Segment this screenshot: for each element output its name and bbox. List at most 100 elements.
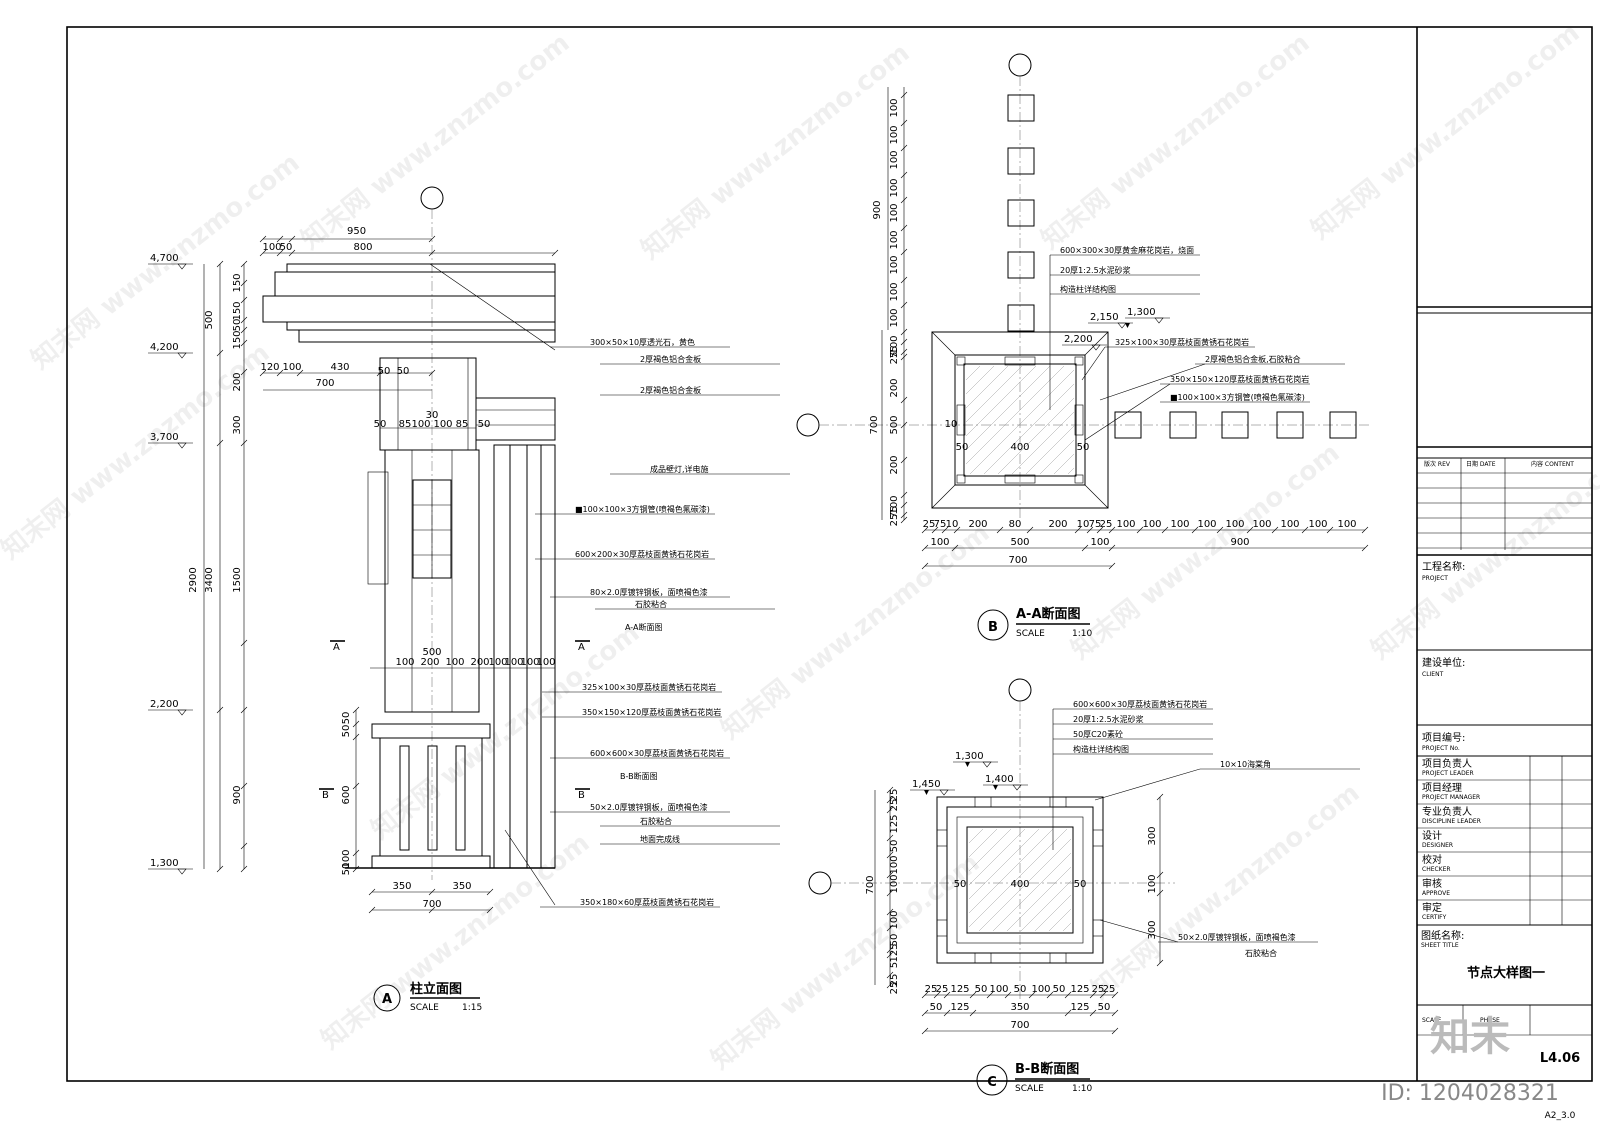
dimension-label: 25 xyxy=(1103,984,1116,995)
dimension-label: 50 xyxy=(478,419,491,430)
dimension-label: 100 xyxy=(1031,984,1050,995)
dimension-label: 25 xyxy=(889,982,900,995)
view-c-marker-letter: C xyxy=(987,1075,997,1090)
watermark-text: 知末网 www.znzmo.com xyxy=(1306,18,1586,246)
watermark-text: 知末网 www.znzmo.com xyxy=(1086,778,1366,1006)
sheet-title-value: 节点大样图一 xyxy=(1467,965,1545,981)
chamfer-line xyxy=(1084,484,1109,509)
dimension-label: 100 xyxy=(1090,537,1109,548)
dimension-label: 100 xyxy=(889,335,900,354)
dimension-label: 100 xyxy=(889,98,900,117)
dimension-label: 100 xyxy=(930,537,949,548)
dimension-label: 100 xyxy=(889,308,900,327)
level-marker xyxy=(1117,322,1127,329)
level-marker xyxy=(177,352,187,359)
note-text: 600×600×30厚荔枝面黄锈石花岗岩 xyxy=(1073,699,1207,709)
dimension-tick xyxy=(953,526,961,534)
view-a-scale: 1:15 xyxy=(462,1003,482,1013)
dimension-tick xyxy=(1326,526,1334,534)
hatch-line xyxy=(992,852,1072,932)
dimension-label: 700 xyxy=(1008,555,1027,566)
dimension-tick xyxy=(1216,526,1224,534)
dimension-tick xyxy=(900,144,908,152)
steel-tube-section xyxy=(1169,411,1197,439)
dimension-label: 100 xyxy=(262,242,281,253)
leader-line xyxy=(1099,363,1206,401)
dimension-tick xyxy=(216,260,224,268)
dimension-label: 75 xyxy=(889,506,900,519)
note-text: 325×100×30厚荔枝面黄锈石花岗岩 xyxy=(1115,337,1249,347)
view-b-marker xyxy=(977,609,1009,641)
role-label-en: CERTIFY xyxy=(1422,914,1447,921)
dimension-tick xyxy=(1156,889,1164,897)
view-b-scale-label: SCALE xyxy=(1016,629,1045,639)
dimension-tick xyxy=(428,235,436,243)
dimension-tick xyxy=(1081,544,1089,552)
phase-label: PHASE xyxy=(1480,1017,1500,1024)
hatch-line xyxy=(1034,894,1072,932)
level-label: 1,400 xyxy=(985,774,1014,785)
dimension-label: 80 xyxy=(1009,519,1022,530)
dimension-label: 200 xyxy=(420,657,439,668)
dimension-tick xyxy=(886,796,894,804)
dimension-label: 50 xyxy=(1098,1002,1111,1013)
dimension-tick xyxy=(1246,526,1254,534)
dimension-label: 50 xyxy=(397,366,410,377)
dimension-label: 50 xyxy=(1014,984,1027,995)
hatch-line xyxy=(965,365,1023,423)
section-mark: A xyxy=(333,642,340,653)
dimension-label: 100 xyxy=(889,495,900,514)
edge-block xyxy=(1004,356,1036,366)
dimension-tick xyxy=(486,906,494,914)
dimension-label: 50 xyxy=(280,242,293,253)
role-label-en: PROJECT LEADER xyxy=(1422,770,1474,777)
hatch-line xyxy=(978,838,1072,932)
sheet-border xyxy=(66,26,1593,1082)
dimension-label: 50 xyxy=(341,863,352,876)
dimension-label: 300 xyxy=(1147,826,1158,845)
dimension-label: 50 xyxy=(341,725,352,738)
dimension-label: 125 xyxy=(950,984,969,995)
corner-block xyxy=(1074,356,1084,366)
dimension-label: 50 xyxy=(975,984,988,995)
client-label: 建设单位: xyxy=(1422,656,1465,669)
hatch-line xyxy=(1039,439,1075,475)
dimension-label: 100 xyxy=(889,125,900,144)
dimension-tick xyxy=(900,171,908,179)
hatch-line xyxy=(965,365,1051,451)
dimension-label: 100 xyxy=(282,362,301,373)
hatch-line xyxy=(965,365,1065,465)
dimension-label: 200 xyxy=(889,378,900,397)
hatch-line xyxy=(1011,411,1075,475)
edge-block xyxy=(1004,474,1036,484)
dimension-label: 25 xyxy=(936,984,949,995)
dimension-label: 125 xyxy=(889,943,900,962)
steel-tube-section xyxy=(1007,94,1035,122)
dimension-label: 700 xyxy=(422,899,441,910)
dimension-label: 25 xyxy=(1100,519,1113,530)
dimension-tick xyxy=(886,851,894,859)
level-label: 2,150 xyxy=(1090,312,1119,323)
dimension-tick xyxy=(1099,991,1107,999)
dimension-tick xyxy=(240,842,248,850)
dimension-tick xyxy=(921,1009,929,1017)
dimension-label: 50 xyxy=(374,419,387,430)
view-b-title: A-A断面图 xyxy=(1016,606,1081,622)
note-text: A-A断面图 xyxy=(625,622,662,632)
steel-tube-section xyxy=(1007,147,1035,175)
cap-layer xyxy=(298,329,556,343)
role-label-en: APPROVE xyxy=(1422,890,1450,897)
view-b-scale: 1:10 xyxy=(1072,629,1092,639)
dimension-tick xyxy=(1111,1027,1119,1035)
dimension-label: 50 xyxy=(1074,879,1087,890)
dimension-tick xyxy=(886,871,894,879)
note-text: 石胶粘合 xyxy=(1245,948,1277,958)
hatch-line xyxy=(968,828,1068,928)
steel-tube-section xyxy=(1007,199,1035,227)
dimension-tick xyxy=(1064,1009,1072,1017)
dimension-tick xyxy=(1161,526,1169,534)
dimension-label: 100 xyxy=(889,203,900,222)
dimension-tick xyxy=(921,544,929,552)
dimension-label: 25 xyxy=(889,352,900,365)
dimension-tick xyxy=(240,639,248,647)
